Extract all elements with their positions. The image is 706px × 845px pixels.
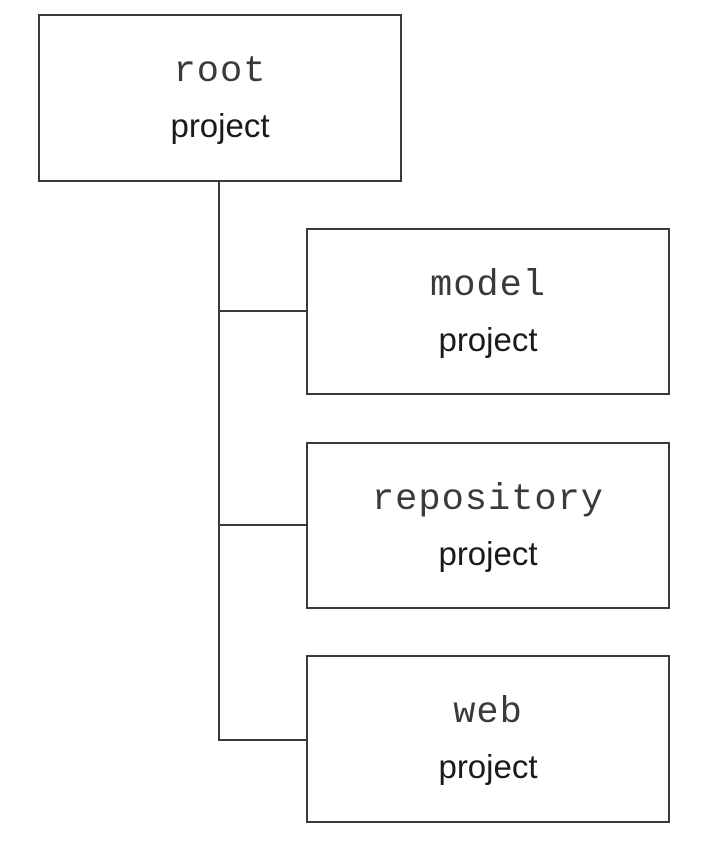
node-name: root: [173, 51, 267, 93]
web-project-node: web project: [306, 655, 670, 823]
node-type-label: project: [170, 107, 270, 144]
model-project-node: model project: [306, 228, 670, 395]
node-type-label: project: [438, 534, 538, 572]
tree-trunk-connector: [218, 181, 220, 741]
root-project-node: root project: [38, 14, 402, 182]
node-name: web: [453, 692, 523, 734]
node-type-label: project: [438, 320, 538, 358]
branch-connector-repository: [218, 524, 307, 526]
branch-connector-web: [218, 739, 307, 741]
branch-connector-model: [218, 310, 307, 312]
node-name: repository: [371, 478, 605, 521]
repository-project-node: repository project: [306, 442, 670, 609]
node-type-label: project: [438, 748, 538, 785]
node-name: model: [429, 264, 547, 307]
